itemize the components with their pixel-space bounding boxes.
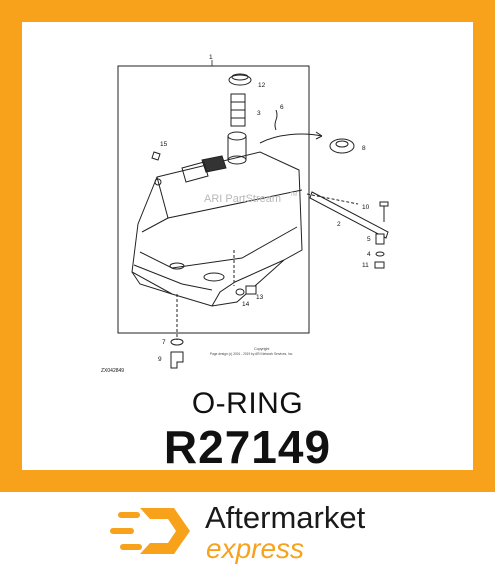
callout-15: 15 xyxy=(160,141,168,148)
brand-name-line-1: Aftermarket xyxy=(205,500,366,535)
callout-9: 9 xyxy=(158,356,162,363)
figure-id: ZX042849 xyxy=(101,368,124,374)
diagram-frame xyxy=(117,65,310,334)
orange-frame: 1 12 3 6 15 8 10 2 5 4 11 13 14 7 9 ZX04… xyxy=(0,0,495,492)
callout-10: 10 xyxy=(362,204,370,211)
parts-diagram: 1 12 3 6 15 8 10 2 5 4 11 13 14 7 9 ZX04… xyxy=(101,54,389,374)
callout-11: 11 xyxy=(362,262,369,269)
part-number: R27149 xyxy=(163,421,332,473)
watermark: ARI PartStream xyxy=(204,193,281,205)
callout-2: 2 xyxy=(337,221,341,228)
callout-4: 4 xyxy=(367,251,371,258)
watermark-tm: TM xyxy=(290,192,297,198)
callout-5: 5 xyxy=(367,236,371,243)
callout-8: 8 xyxy=(362,145,366,152)
tank-illustration xyxy=(131,73,389,369)
callout-3: 3 xyxy=(257,110,261,117)
callout-6: 6 xyxy=(280,104,284,111)
brand-footer: Aftermarket express xyxy=(0,492,495,575)
callout-7: 7 xyxy=(162,339,166,346)
callout-12: 12 xyxy=(258,82,266,89)
copyright-line-1: Copyright xyxy=(254,347,269,351)
aftermarket-express-logo-icon xyxy=(110,508,190,554)
callout-14: 14 xyxy=(242,301,250,308)
brand-name-line-2: express xyxy=(206,533,305,564)
part-name: O-RING xyxy=(191,387,304,420)
callout-1: 1 xyxy=(209,54,213,61)
callout-13: 13 xyxy=(256,294,264,301)
copyright-line-2: Page design (c) 2001 - 2019 by ARI Netwo… xyxy=(210,352,293,356)
product-card: 1 12 3 6 15 8 10 2 5 4 11 13 14 7 9 ZX04… xyxy=(22,22,473,473)
callout-labels: 1 12 3 6 15 8 10 2 5 4 11 13 14 7 9 xyxy=(158,54,371,363)
